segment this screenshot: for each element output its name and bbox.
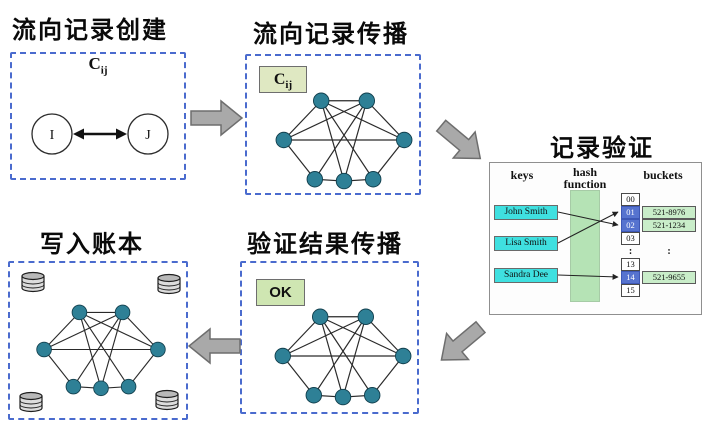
arrowhead-left-icon: [73, 128, 84, 140]
network-graph: [36, 304, 166, 397]
database-icon: [21, 271, 45, 293]
flow-arrow-right-icon: [190, 99, 244, 137]
hash-function-block: [570, 190, 600, 302]
cij-chip: Cij: [259, 66, 307, 93]
node-i-label: I: [50, 128, 55, 143]
network-graph: [275, 92, 413, 190]
flow-arrow-downright-icon: [435, 119, 482, 160]
database-icon: [19, 391, 43, 413]
chip-cij-sub: ij: [285, 79, 293, 92]
hash-function-header: hash function: [558, 166, 612, 190]
bucket-index: 01: [621, 206, 640, 219]
bucket-value: 521-1234: [642, 219, 696, 232]
key-item: Sandra Dee: [494, 268, 558, 283]
hash-table: keys hash function buckets John Smith Li…: [489, 162, 702, 315]
node-i-circle: [31, 113, 73, 155]
arrowhead-right-icon: [116, 128, 127, 140]
stage-title-propagate: 流向记录传播: [253, 21, 409, 48]
propagate-box: Cij: [245, 54, 421, 195]
key-item: John Smith: [494, 205, 558, 220]
node-j-label: J: [145, 128, 151, 143]
hash-header-line2: function: [563, 177, 607, 191]
bucket-value: 521-8976: [642, 206, 696, 219]
database-icon: [157, 273, 181, 295]
stage-title-ledger: 写入账本: [40, 231, 144, 258]
node-pair-graphic: I J: [31, 113, 169, 155]
bucket-index: 14: [621, 271, 640, 284]
stage-title-verify: 记录验证: [550, 135, 654, 162]
stage-title-result: 验证结果传播: [247, 231, 403, 258]
chip-cij-main: C: [273, 71, 286, 88]
keys-header: keys: [510, 168, 534, 182]
bucket-index: 02: [621, 219, 640, 232]
key-item: Lisa Smith: [494, 236, 558, 251]
ok-chip: OK: [256, 279, 305, 306]
bucket-index: 15: [621, 284, 640, 297]
bucket-value: 521-9655: [642, 271, 696, 284]
bucket-index: 03: [621, 232, 640, 245]
flow-arrow-left-icon: [188, 327, 241, 365]
ledger-box: [8, 261, 188, 420]
record-label-cij: Cij: [12, 54, 184, 76]
bucket-ellipsis: :: [628, 246, 633, 257]
bucket-index: 00: [621, 193, 640, 206]
stage-title-create: 流向记录创建: [12, 17, 168, 44]
flow-arrow-downleft-icon: [440, 320, 487, 361]
node-j-circle: [127, 113, 169, 155]
hash-header-line1: hash: [572, 165, 598, 179]
result-box: OK: [240, 261, 419, 414]
network-graph: [274, 308, 412, 406]
database-icon: [155, 389, 179, 411]
create-box: Cij I J: [10, 52, 186, 180]
cij-main: C: [88, 54, 101, 73]
cij-sub: ij: [100, 64, 108, 77]
buckets-header: buckets: [643, 168, 683, 182]
bucket-index: 13: [621, 258, 640, 271]
bucket-value-ellipsis: :: [667, 246, 671, 257]
